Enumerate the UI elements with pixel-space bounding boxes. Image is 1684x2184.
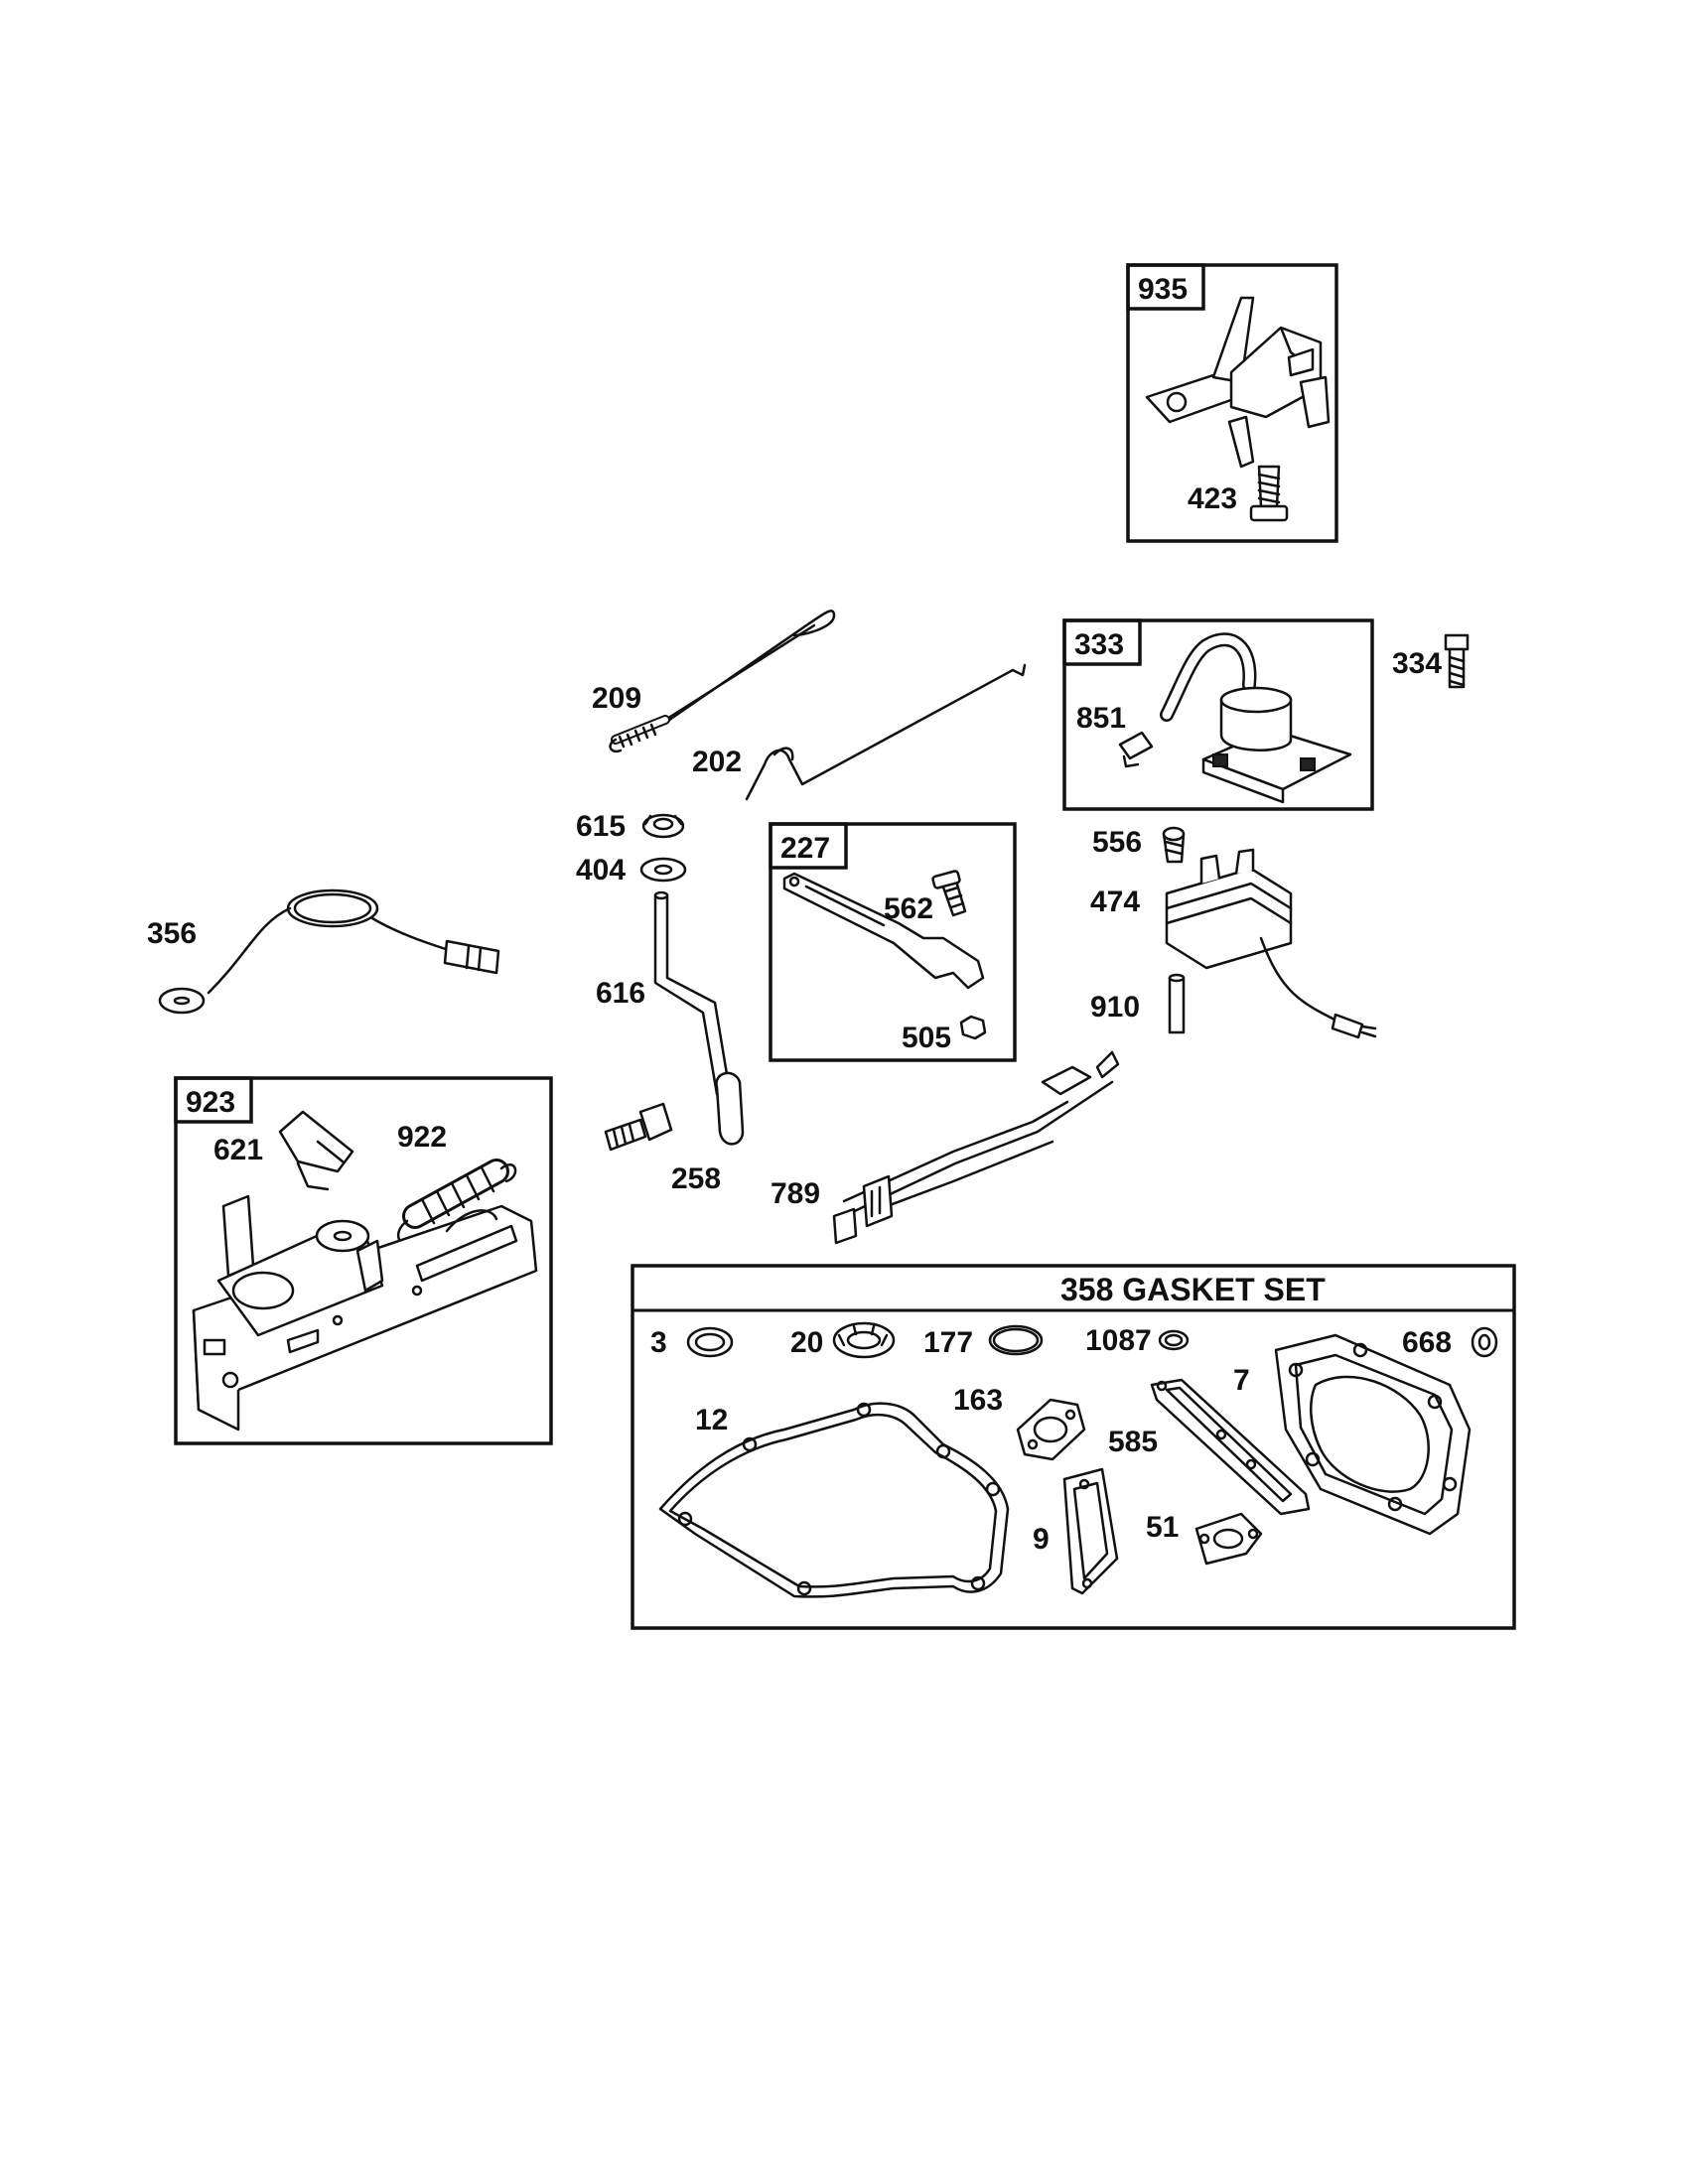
part-label-789: 789 [771, 1177, 820, 1210]
throttle-link-202-icon [745, 663, 1027, 801]
spring-922-icon [396, 1159, 517, 1245]
part-label-334: 334 [1392, 647, 1442, 680]
throttle-clip-621-icon [278, 1110, 354, 1191]
spacer-910-icon [1168, 973, 1186, 1034]
screw-423-icon [1249, 465, 1289, 522]
seal-3-icon [686, 1326, 734, 1358]
nut-505-icon [959, 1015, 987, 1040]
oring-1087-icon [1158, 1329, 1190, 1351]
assembly-935: 935 423 [1126, 263, 1338, 543]
part-label-474: 474 [1090, 886, 1140, 918]
gasket-label-177: 177 [923, 1326, 973, 1359]
head-gasket-7-icon [1274, 1333, 1472, 1536]
part-label-621: 621 [213, 1134, 263, 1166]
gasket-label-12: 12 [695, 1404, 728, 1436]
part-label-556: 556 [1092, 826, 1142, 859]
alternator-474-icon [1165, 848, 1377, 1039]
part-label-202: 202 [692, 746, 742, 778]
gasket-label-1087: 1087 [1085, 1324, 1152, 1357]
gasket-label-585: 585 [1108, 1426, 1158, 1458]
part-label-922: 922 [397, 1121, 447, 1154]
oring-177-icon [988, 1324, 1044, 1356]
bolt-258-icon [604, 1102, 673, 1152]
assembly-227: 227 562 505 [769, 822, 1017, 1062]
bracket-935-icon [1145, 296, 1331, 469]
part-label-404: 404 [576, 854, 626, 887]
part-label-935: 935 [1138, 273, 1188, 306]
clip-851-icon [1118, 731, 1154, 768]
part-label-615: 615 [576, 810, 626, 843]
gasket-set-358: 358 GASKET SET 3 20 177 1087 [631, 1264, 1516, 1630]
gasket-label-3: 3 [650, 1326, 667, 1359]
washer-404-icon [639, 857, 687, 883]
gasket-label-7: 7 [1233, 1364, 1250, 1397]
part-label-851: 851 [1076, 702, 1126, 735]
part-label-423: 423 [1188, 482, 1237, 515]
part-label-562: 562 [884, 892, 933, 925]
gasket-51-icon [1194, 1512, 1263, 1566]
wire-harness-789-icon [832, 1050, 1120, 1245]
screw-556-icon [1162, 826, 1186, 864]
gasket-label-9: 9 [1033, 1523, 1050, 1556]
part-label-227: 227 [780, 832, 830, 865]
base-gasket-12-icon [658, 1402, 1010, 1598]
gasket-label-20: 20 [790, 1326, 823, 1359]
gasket-9-icon [1062, 1467, 1119, 1595]
governor-shaft-616-icon [653, 890, 745, 1146]
seal-668-icon [1471, 1326, 1498, 1358]
part-label-923: 923 [186, 1086, 235, 1119]
part-label-356: 356 [147, 917, 197, 950]
gasket-label-668: 668 [1402, 1326, 1452, 1359]
gasket-163-icon [1016, 1398, 1086, 1461]
gasket-set-title: 358 GASKET SET [1060, 1272, 1326, 1307]
part-label-910: 910 [1090, 991, 1140, 1024]
control-plate-923-icon [192, 1194, 538, 1432]
assembly-923: 923 621 922 [174, 1076, 553, 1445]
ignition-coil-icon [1160, 632, 1352, 804]
bolt-334-icon [1444, 633, 1470, 689]
part-label-209: 209 [592, 682, 641, 715]
seal-20-icon [832, 1321, 896, 1359]
governor-spring-209-icon [609, 610, 836, 753]
screw-562-icon [931, 870, 967, 917]
gasket-585-icon [1150, 1378, 1311, 1516]
control-bracket-227-icon [782, 872, 985, 990]
gasket-label-51: 51 [1146, 1511, 1179, 1544]
part-label-616: 616 [596, 977, 645, 1010]
assembly-333: 333 851 [1062, 618, 1374, 811]
part-label-333: 333 [1074, 628, 1124, 661]
part-label-505: 505 [902, 1022, 951, 1054]
ground-wire-356-icon [158, 888, 500, 1015]
nut-615-icon [641, 813, 685, 839]
part-label-258: 258 [671, 1162, 721, 1195]
gasket-label-163: 163 [953, 1384, 1003, 1417]
